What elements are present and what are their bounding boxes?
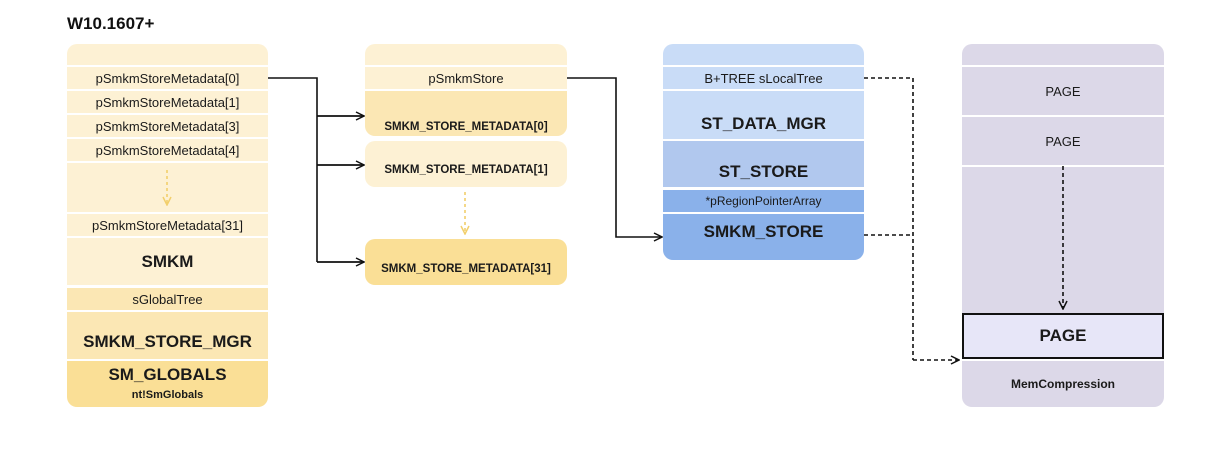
memcompression-label: MemCompression [962,361,1164,407]
st-data-mgr-label: ST_DATA_MGR [663,91,864,139]
slot0-connector [268,77,364,263]
metadata-entry-31: SMKM_STORE_METADATA[31] [365,239,567,285]
metadata-slot-1: pSmkmStoreMetadata[1] [67,91,268,113]
page-2: PAGE [962,117,1164,165]
sm-globals-block [67,361,268,407]
st-store-label: ST_STORE [663,141,864,187]
sm-globals-symbol: nt!SmGlobals [131,389,204,401]
store-connector [567,77,662,237]
smkm-store-mgr-label: SMKM_STORE_MGR [67,312,268,359]
metadata-slot-4: pSmkmStoreMetadata[4] [67,139,268,161]
smkm-top-cap [67,44,268,65]
store-top-cap [663,44,864,65]
metadata-top-cap [365,44,567,65]
page-1: PAGE [962,67,1164,115]
store-pointer: pSmkmStore [365,67,567,89]
diagram-title: W10.1607+ [67,14,155,33]
sm-globals-label: SM_GLOBALS [108,365,227,384]
localtree-dashed [864,77,914,360]
metadata-entry-0: SMKM_STORE_METADATA[0] [365,91,567,136]
metadata-entry-1: SMKM_STORE_METADATA[1] [365,141,567,187]
metadata-slot-31: pSmkmStoreMetadata[31] [67,214,268,236]
target-page: PAGE [962,313,1164,359]
memcompression-top-cap [962,44,1164,65]
metadata-slot-0: pSmkmStoreMetadata[0] [67,67,268,89]
region-pointer-array: *pRegionPointerArray [663,190,864,212]
smkm-label: SMKM [67,238,268,285]
smkm-store-label: SMKM_STORE [663,214,864,260]
local-tree: B+TREE sLocalTree [663,67,864,89]
global-tree: sGlobalTree [67,288,268,310]
metadata-slot-3: pSmkmStoreMetadata[3] [67,115,268,137]
